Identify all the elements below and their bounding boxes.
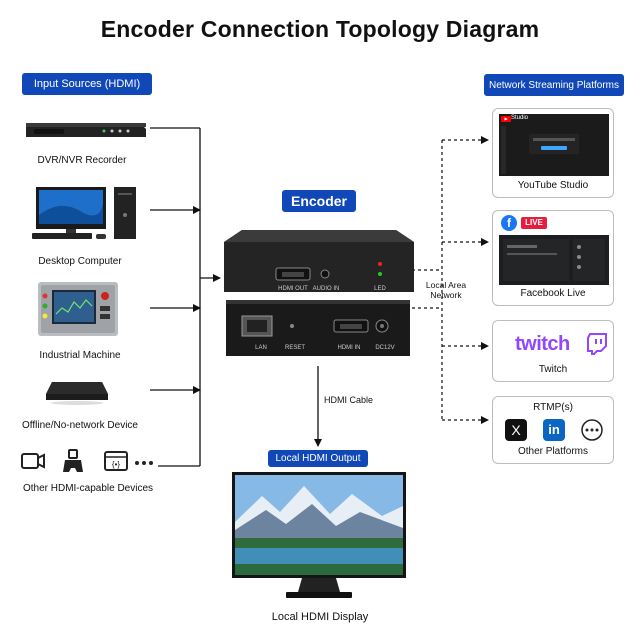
display-monitor-icon xyxy=(232,472,406,602)
source-label-industrial: Industrial Machine xyxy=(39,350,121,361)
capture-icon: {•} xyxy=(103,450,129,472)
input-sources-header: Input Sources (HDMI) xyxy=(22,73,152,95)
facebook-logo-icon: f xyxy=(501,215,517,231)
more-platforms-icon xyxy=(581,419,603,441)
hdmi-cable-label: HDMI Cable xyxy=(324,395,374,405)
port-hdmi-out: HDMI OUT xyxy=(278,286,308,292)
facebook-card: f LIVE Facebook Live xyxy=(492,210,614,306)
dvr-icon xyxy=(24,117,146,141)
twitch-glitch-icon xyxy=(587,333,607,355)
platform-label-other: Other Platforms xyxy=(517,446,589,457)
port-led: LED xyxy=(374,286,386,292)
platform-label-youtube: YouTube Studio xyxy=(517,180,589,191)
gamepad-icon xyxy=(62,448,84,474)
facebook-live-screenshot xyxy=(499,235,609,285)
other-platforms-card: RTMP(s) X in Other Platforms xyxy=(492,396,614,464)
network-label: Local Area Network xyxy=(425,280,467,300)
source-label-other: Other HDMI-capable Devices xyxy=(22,483,154,494)
youtube-card: Studio YouTube Studio xyxy=(492,108,614,198)
display-label: Local HDMI Display xyxy=(271,611,369,623)
port-lan: LAN xyxy=(255,345,267,351)
source-label-desktop: Desktop Computer xyxy=(38,256,122,267)
twitch-card: twitch Twitch xyxy=(492,320,614,382)
youtube-studio-screenshot xyxy=(499,114,609,176)
camera-icon xyxy=(20,450,46,472)
encoder-label: Encoder xyxy=(282,190,356,212)
x-logo-icon: X xyxy=(505,419,527,441)
industrial-machine-icon xyxy=(38,282,118,336)
desktop-computer-icon xyxy=(30,185,140,241)
port-hdmi-in: HDMI IN xyxy=(337,345,361,351)
encoder-device xyxy=(224,228,414,358)
source-label-dvr: DVR/NVR Recorder xyxy=(37,155,127,166)
rtmp-label: RTMP(s) xyxy=(533,402,573,413)
platform-label-facebook: Facebook Live xyxy=(520,288,586,299)
offline-device-icon xyxy=(46,378,108,406)
twitch-logo: twitch xyxy=(515,333,570,355)
youtube-studio-header: Studio xyxy=(511,115,529,121)
port-dc: DC12V xyxy=(375,345,395,351)
linkedin-logo-icon: in xyxy=(543,419,565,441)
local-output-header: Local HDMI Output xyxy=(268,450,368,467)
port-reset: RESET xyxy=(284,345,305,351)
svg-text:{•}: {•} xyxy=(112,460,120,469)
port-audio-in: AUDIO IN xyxy=(312,286,340,292)
platforms-header: Network Streaming Platforms xyxy=(484,74,624,96)
page-title: Encoder Connection Topology Diagram xyxy=(100,16,540,42)
source-label-offline: Offline/No-network Device xyxy=(22,420,138,431)
more-icon xyxy=(134,455,154,465)
platform-label-twitch: Twitch xyxy=(538,364,568,375)
live-badge: LIVE xyxy=(521,217,547,229)
